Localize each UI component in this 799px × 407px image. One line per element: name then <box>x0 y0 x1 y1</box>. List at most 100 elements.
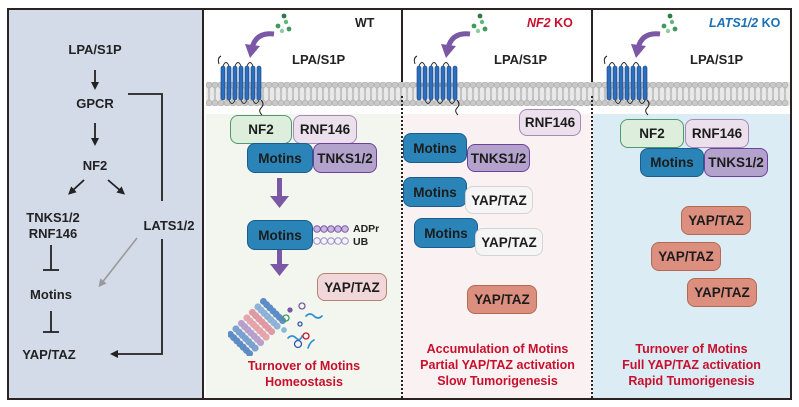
peptide-fragment <box>302 332 310 340</box>
lipid-tail <box>309 93 313 101</box>
lipid-tail <box>525 93 529 101</box>
pathway-panel: LPA/S1P GPCR NF2 TNKS1/2 RNF146 LATS1/2 … <box>9 10 204 398</box>
wt-rnf146-box: RNF146 <box>293 115 357 144</box>
ligand-dot <box>482 26 488 32</box>
nf2-motins-box-2: Motins <box>403 177 467 207</box>
proteasome-subunit <box>245 349 254 356</box>
node-gpcr: GPCR <box>76 96 114 111</box>
lipid-tail <box>273 93 277 101</box>
lats-yap-box-1: YAP/TAZ <box>681 206 751 235</box>
adpr-unit <box>327 225 335 233</box>
wt-outcome: Turnover of Motins Homeostasis <box>206 358 402 390</box>
ligand-label-nf2: LPA/S1P <box>494 52 548 67</box>
wt-modified-motins-box: Motins <box>247 220 313 250</box>
lipid-tail <box>381 87 385 95</box>
lipid-tail <box>369 87 373 95</box>
ligand-dot <box>283 19 289 25</box>
lipid-tail <box>705 87 709 95</box>
ligand-dot <box>672 26 678 32</box>
lipid-tail <box>747 93 751 101</box>
ligand-dot <box>667 13 673 19</box>
lipid-tail <box>495 87 499 95</box>
lipid-tail <box>525 87 529 95</box>
lipid-tail <box>369 93 373 101</box>
mod-label-ub: UB <box>353 236 369 248</box>
node-rnf146: RNF146 <box>28 226 78 241</box>
lipid-tail <box>591 87 595 95</box>
lipid-tail <box>735 93 739 101</box>
lipid-tail <box>651 87 655 95</box>
nf2-yap-box-free: YAP/TAZ <box>467 285 537 314</box>
lipid-tail <box>657 87 661 95</box>
receptor-loop <box>620 62 628 67</box>
lipid-tail <box>549 87 553 95</box>
modification-chains <box>313 225 349 245</box>
ligand-arrow-head <box>441 44 456 58</box>
lats-outcome-line-1: Turnover of Motins <box>635 342 748 356</box>
lipid-tail <box>729 87 733 95</box>
lipid-tail <box>537 93 541 101</box>
lipid-tail <box>411 93 415 101</box>
transmembrane-helix <box>220 65 226 101</box>
receptor-loop <box>240 99 248 104</box>
lipid-tail <box>687 93 691 101</box>
ub-unit <box>313 237 321 245</box>
lipid-tail <box>345 93 349 101</box>
lats-yap-box-2: YAP/TAZ <box>651 242 721 271</box>
lipid-tail <box>717 93 721 101</box>
lipid-tail <box>663 87 667 95</box>
peptide-fragment <box>293 339 303 349</box>
receptor-loop <box>234 62 242 67</box>
lipid-tail <box>573 93 577 101</box>
condition-ko-nf2: KO <box>550 16 573 30</box>
ligand-dot <box>661 23 667 29</box>
lipid-tail <box>471 93 475 101</box>
wt-tnks-box: TNKS1/2 <box>313 143 377 173</box>
condition-gene-lats: LATS1/2 <box>709 16 759 30</box>
proteasome-subunit <box>251 344 259 352</box>
receptor-loop <box>252 99 260 104</box>
lipid-tail <box>327 93 331 101</box>
peptide-chain <box>287 335 303 341</box>
lipid-tail <box>489 87 493 95</box>
peptide-fragment <box>287 307 293 313</box>
lipid-tail <box>561 93 565 101</box>
receptor-loop <box>614 99 622 104</box>
ligand-arrow-head <box>245 44 260 58</box>
receptor-loop <box>424 99 432 104</box>
receptor-nterm <box>413 55 418 65</box>
condition-gene-nf2: NF2 <box>527 16 551 30</box>
lipid-tail <box>501 87 505 95</box>
lipid-tail <box>531 93 535 101</box>
lipid-tail <box>489 93 493 101</box>
lipid-tail <box>765 93 769 101</box>
lipid-tail <box>519 87 523 95</box>
lipid-tail <box>555 87 559 95</box>
lats-outcome: Turnover of Motins Full YAP/TAZ activati… <box>593 341 790 389</box>
lipid-tail <box>777 93 781 101</box>
divider-nf2-lats <box>591 96 593 398</box>
lipid-tail <box>291 87 295 95</box>
nf2-tnks-box: TNKS1/2 <box>467 144 530 172</box>
wt-degradation-arrows <box>270 178 289 276</box>
proteasome-subunit <box>256 338 265 347</box>
lipid-tail <box>309 87 313 95</box>
receptor-loop <box>246 62 254 67</box>
transmembrane-helix <box>232 65 238 101</box>
lipid-tail <box>753 93 757 101</box>
condition-label-wt: WT <box>355 16 375 30</box>
lipid-tail <box>549 93 553 101</box>
lipid-tail <box>579 87 583 95</box>
nf2-outcome-line-3: Slow Tumorigenesis <box>437 374 558 388</box>
lipid-tail <box>303 93 307 101</box>
peptide-fragment <box>281 327 287 333</box>
transmembrane-helix <box>642 65 648 101</box>
lipid-tail <box>651 93 655 101</box>
receptor-cterm <box>645 99 650 116</box>
lats-rnf146-box: RNF146 <box>685 119 749 148</box>
transmembrane-helix <box>606 65 612 101</box>
lipid-tail <box>213 87 217 95</box>
ligand-label-lats: LPA/S1P <box>690 52 744 67</box>
ligand-dot <box>665 28 671 34</box>
lipid-tail <box>603 93 607 101</box>
